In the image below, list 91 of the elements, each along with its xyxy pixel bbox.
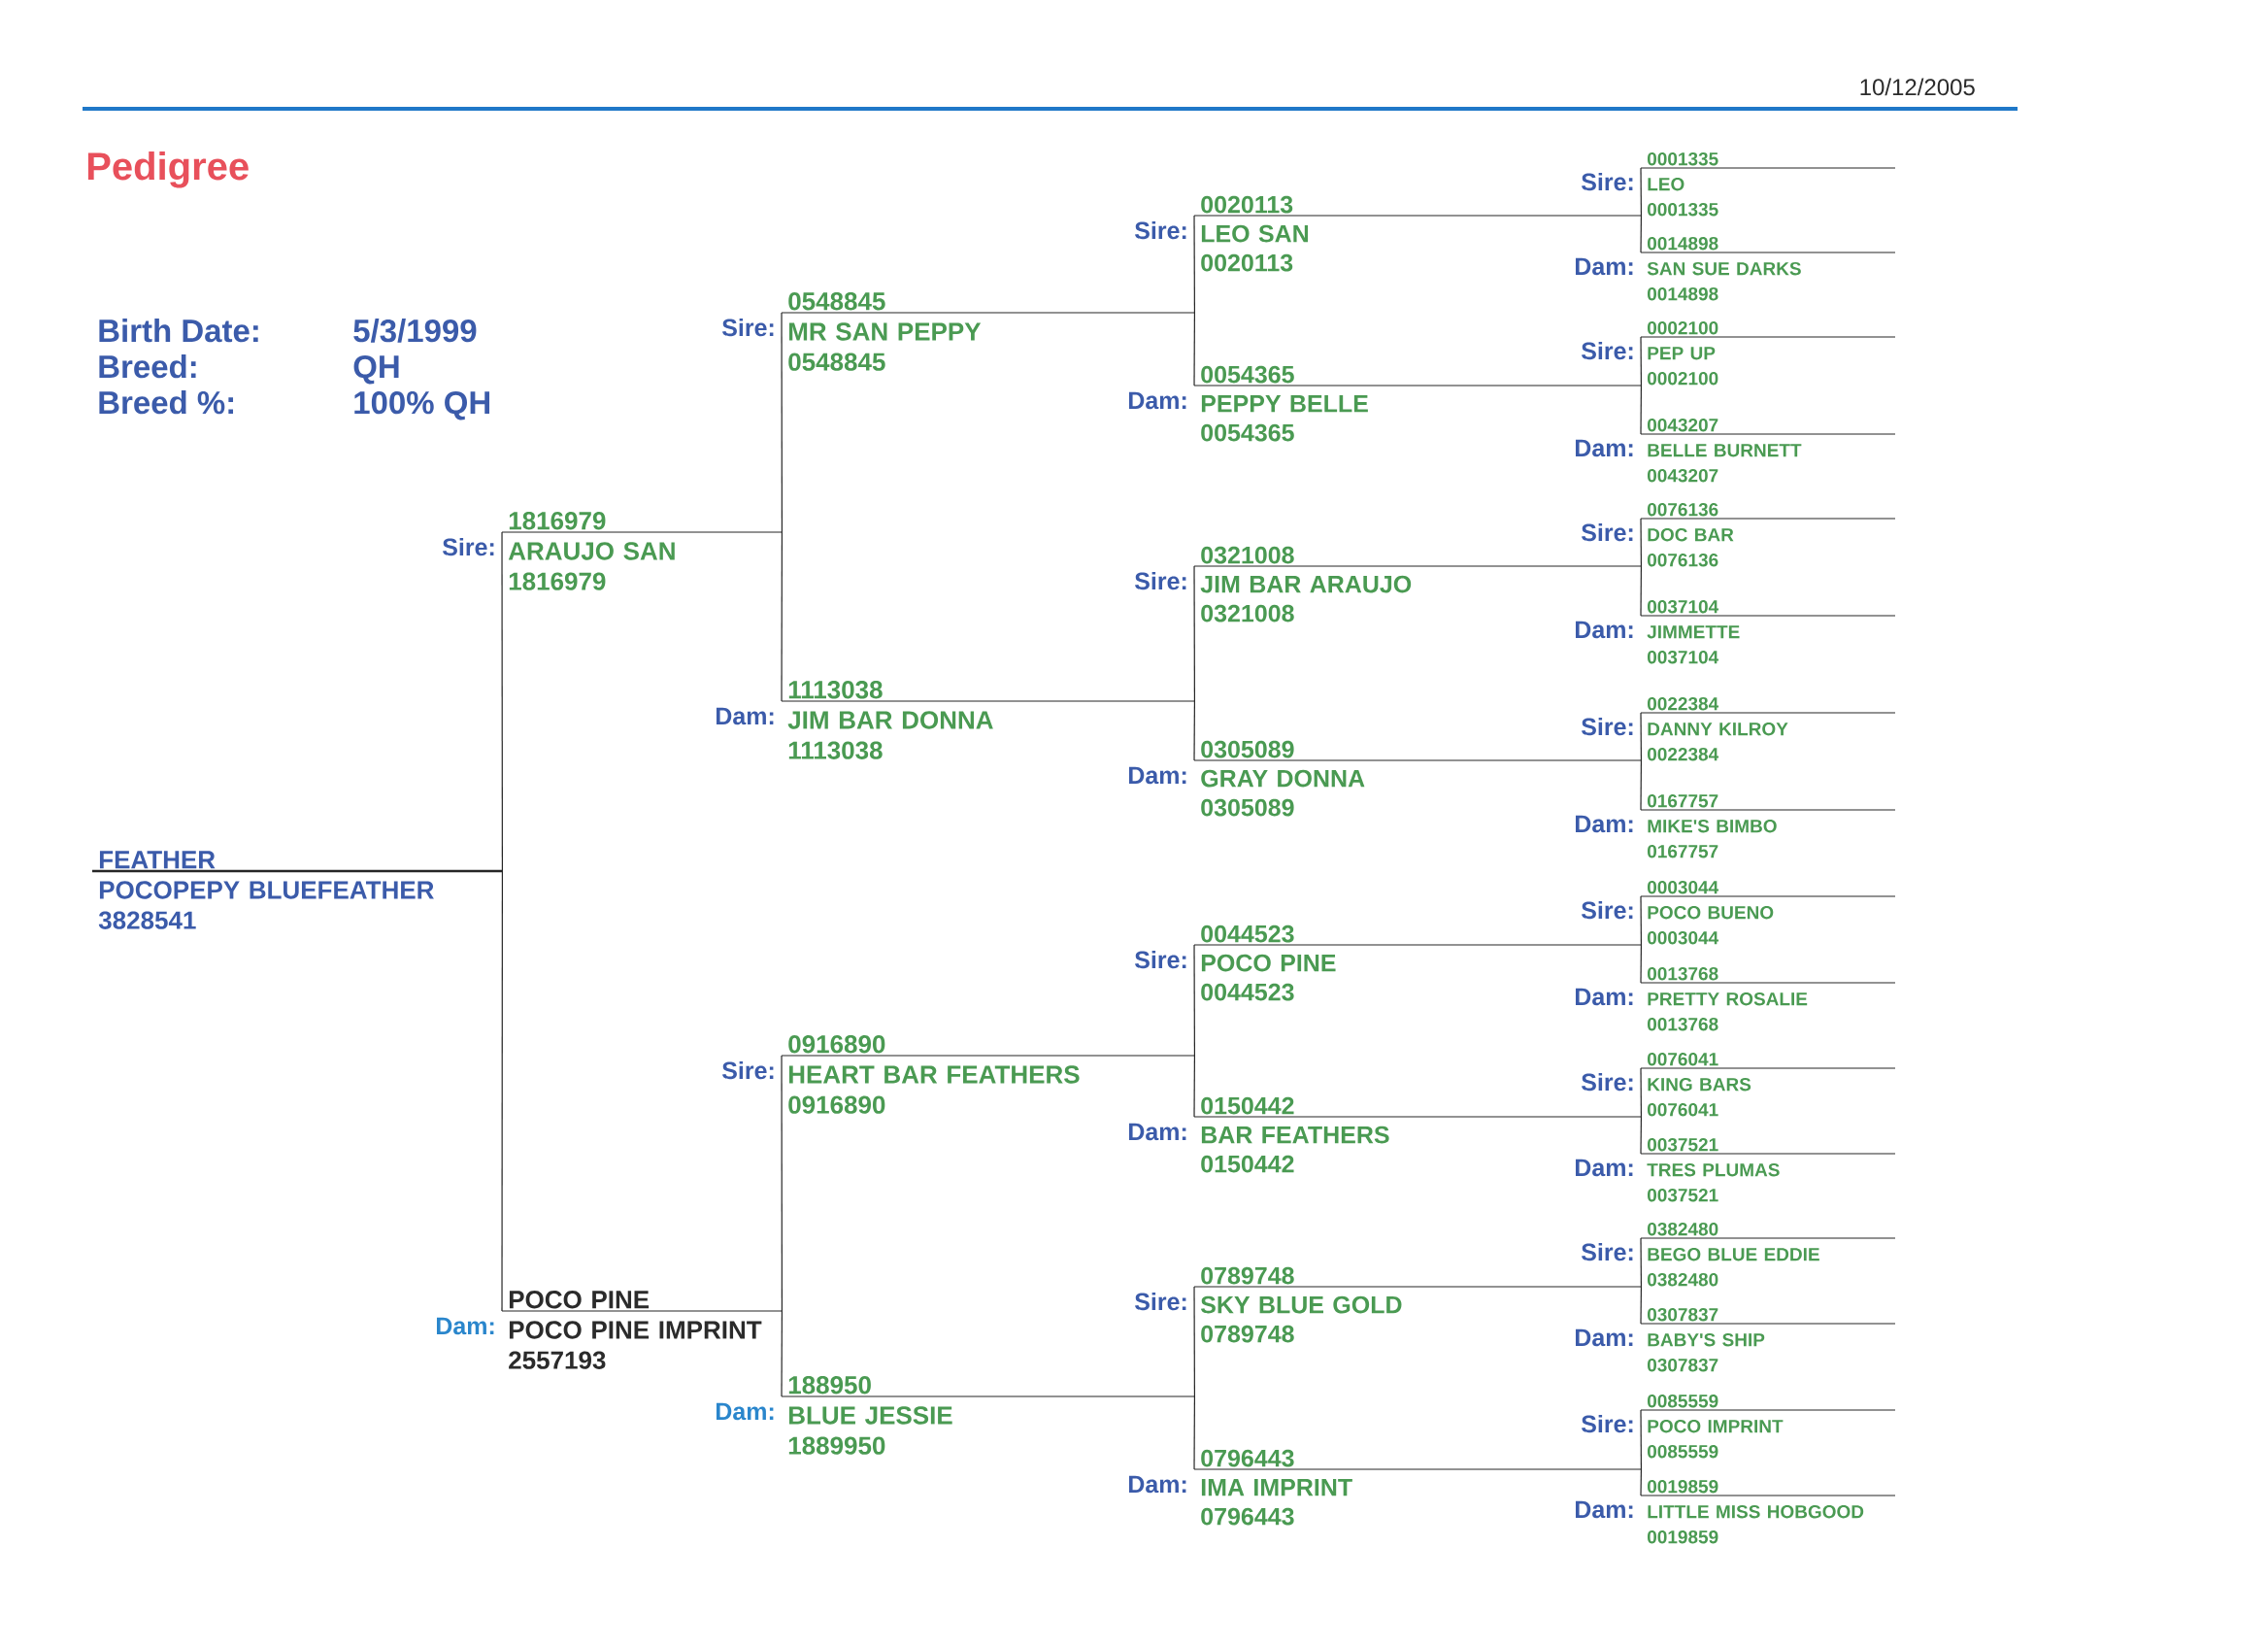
relation-label: Dam: — [1576, 1500, 1633, 1519]
pedigree-entry: 0013768 PRETTY ROSALIE 0013768 — [1640, 966, 1896, 1031]
relation-label: Dam: — [1576, 439, 1633, 457]
connector-line — [781, 1310, 783, 1397]
relation-label: Dam: — [1129, 1475, 1186, 1494]
pedigree-entry: 0076136 DOC BAR 0076136 — [1640, 502, 1896, 567]
relation-label: Dam: — [1576, 621, 1633, 639]
title: Pedigree — [87, 151, 249, 188]
field-value: 100% QH — [354, 390, 489, 420]
relation-label: Sire: — [721, 1060, 774, 1080]
connector-line — [1640, 1067, 1642, 1118]
connector-line — [1193, 944, 1195, 1057]
relation-label: Sire: — [1134, 1292, 1186, 1311]
connector-line — [1640, 1409, 1642, 1470]
connector-line — [1193, 1395, 1195, 1470]
field-value: QH — [353, 354, 399, 385]
connector-line — [781, 312, 783, 533]
field-label: Breed %: — [99, 390, 233, 415]
relation-label: Sire: — [1134, 950, 1186, 969]
relation-label: Dam: — [1576, 257, 1633, 276]
field-value: 5/3/1999 — [353, 319, 477, 343]
date: 10/12/2005 — [1860, 78, 1975, 96]
field-label: Birth Date: — [99, 319, 258, 343]
pedigree-entry: 0037521 TRES PLUMAS 0037521 — [1640, 1137, 1896, 1202]
connector-line — [1193, 700, 1195, 761]
pedigree-entry: 0019859 LITTLE MISS HOBGOOD 0019859 — [1640, 1479, 1896, 1544]
pedigree-entry: 0037104 JIMMETTE 0037104 — [1640, 599, 1896, 664]
pedigree-entry: FEATHER POCOPEPY BLUEFEATHER 3828541 — [92, 851, 502, 929]
relation-label: Sire: — [1581, 341, 1633, 360]
pedigree-entry: 0014898 SAN SUE DARKS 0014898 — [1640, 236, 1896, 301]
connector-line — [1193, 1286, 1195, 1397]
relation-label: Sire: — [1134, 220, 1186, 240]
relation-label: Sire: — [442, 537, 494, 556]
relation-label: Dam: — [717, 707, 774, 725]
connector-line — [1193, 1055, 1195, 1118]
connector-line — [781, 531, 783, 702]
relation-label: Sire: — [1581, 172, 1633, 191]
relation-label: Dam: — [1576, 1328, 1633, 1347]
connector-line — [1193, 565, 1195, 702]
pedigree-entry: POCO PINE POCO PINE IMPRINT 2557193 — [501, 1291, 783, 1369]
connector-line — [1640, 215, 1642, 253]
relation-label: Sire: — [1581, 900, 1633, 920]
connector-line — [1640, 1286, 1642, 1325]
pedigree-entry: 0076041 KING BARS 0076041 — [1640, 1052, 1896, 1117]
pedigree-entry: 0001335 LEO 0001335 — [1640, 151, 1896, 217]
pedigree-entry: 0916890 HEART BAR FEATHERS 0916890 — [781, 1035, 1195, 1114]
connector-line — [781, 1055, 783, 1312]
relation-label: Sire: — [1134, 571, 1186, 590]
relation-label: Dam: — [717, 1402, 774, 1421]
connector-line — [1193, 215, 1195, 314]
relation-label: Dam: — [437, 1317, 494, 1335]
connector-line — [1640, 1237, 1642, 1288]
relation-label: Sire: — [1581, 522, 1633, 542]
pedigree-entry: 0548845 MR SAN PEPPY 0548845 — [781, 292, 1195, 371]
connector-line — [1640, 336, 1642, 387]
connector-line — [1640, 1468, 1642, 1496]
relation-label: Dam: — [1576, 1159, 1633, 1177]
connector-line — [1640, 565, 1642, 617]
relation-label: Dam: — [1129, 1123, 1186, 1141]
pedigree-entry: 1113038 JIM BAR DONNA 1113038 — [781, 681, 1195, 759]
connector-line — [501, 870, 503, 1312]
connector-line — [1640, 385, 1642, 435]
relation-label: Dam: — [1129, 391, 1186, 410]
pedigree-entry: 0085559 POCO IMPRINT 0085559 — [1640, 1394, 1896, 1459]
relation-label: Sire: — [1581, 1414, 1633, 1433]
pedigree-entry: 0043207 BELLE BURNETT 0043207 — [1640, 418, 1896, 483]
pedigree-entry: 1816979 ARAUJO SAN 1816979 — [501, 512, 783, 590]
relation-label: Sire: — [1581, 717, 1633, 736]
connector-line — [1640, 944, 1642, 984]
pedigree-entry: 0307837 BABY'S SHIP 0307837 — [1640, 1307, 1896, 1372]
pedigree-entry: 0167757 MIKE'S BIMBO 0167757 — [1640, 793, 1896, 858]
pedigree-entry: 0003044 POCO BUENO 0003044 — [1640, 880, 1896, 945]
field-label: Breed: — [99, 354, 196, 379]
connector-line — [1640, 895, 1642, 946]
connector-line — [1640, 712, 1642, 761]
relation-label: Dam: — [1129, 766, 1186, 785]
pedigree-entry: 0022384 DANNY KILROY 0022384 — [1640, 696, 1896, 761]
pedigree-entry: 0382480 BEGO BLUE EDDIE 0382480 — [1640, 1222, 1896, 1287]
relation-label: Sire: — [1581, 1072, 1633, 1092]
connector-line — [1640, 1116, 1642, 1155]
connector-line — [1640, 167, 1642, 217]
pedigree-entry: 188950 BLUE JESSIE 1889950 — [781, 1376, 1195, 1455]
relation-label: Dam: — [1576, 815, 1633, 833]
connector-line — [1640, 759, 1642, 811]
relation-label: Dam: — [1576, 988, 1633, 1006]
pedigree-entry: 0002100 PEP UP 0002100 — [1640, 320, 1896, 386]
connector-line — [501, 531, 503, 872]
connector-line — [1193, 312, 1195, 387]
connector-line — [1640, 518, 1642, 567]
relation-label: Sire: — [1581, 1242, 1633, 1261]
relation-label: Sire: — [721, 318, 774, 337]
